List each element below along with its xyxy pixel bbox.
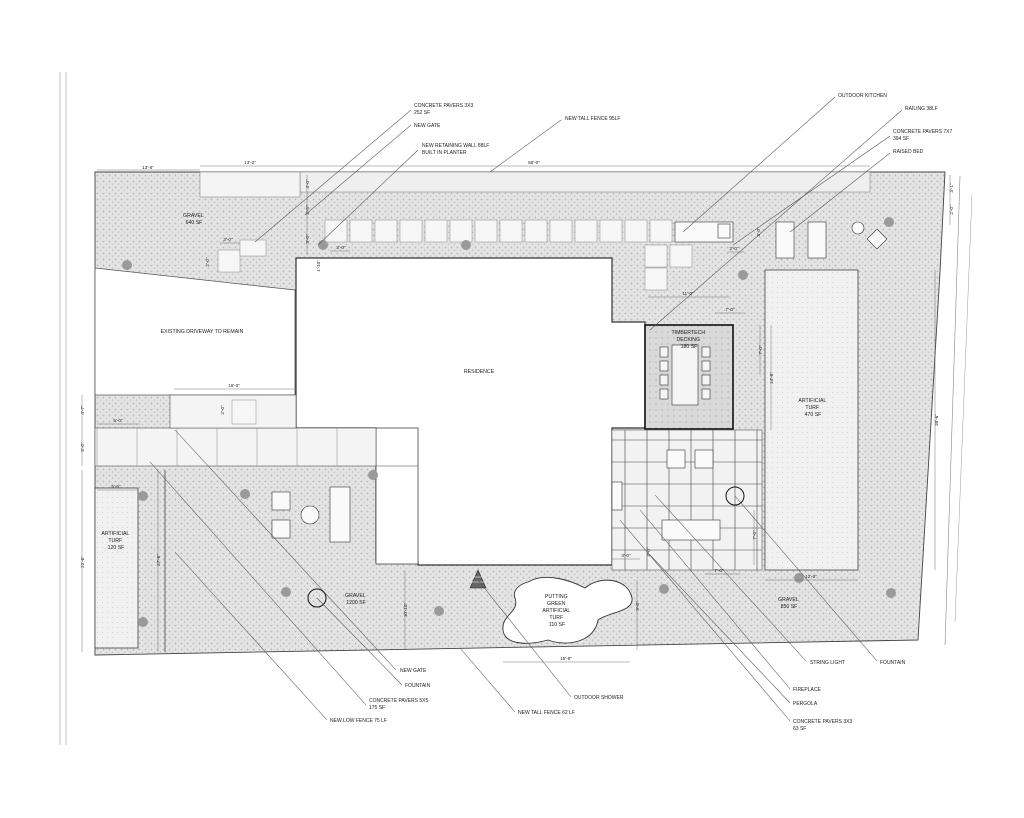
- area-gravel-850: GRAVEL 850 SF: [778, 597, 800, 610]
- dim-7-0-a: 7'-0": [725, 307, 735, 312]
- fountain-east-icon: [725, 486, 745, 506]
- dim-7-0-d: 7'-0": [752, 530, 757, 540]
- property-line-right-2: [954, 194, 973, 623]
- dim-11-0: 11'-0": [682, 291, 694, 296]
- dim-12-6: 12'-6": [805, 574, 817, 579]
- callout-new-gate-top: NEW GATE: [414, 123, 441, 129]
- callout-leaders: [149, 96, 903, 722]
- callout-pergola: PERGOLA: [793, 701, 818, 707]
- fountain-west-icon: [307, 588, 327, 608]
- callout-new-gate-bottom: NEW GATE: [400, 668, 427, 674]
- dim-13-2: 13'-2": [244, 160, 256, 165]
- area-residence: RESIDENCE: [464, 369, 495, 375]
- area-putting-green: PUTTING GREEN ARTIFICIAL TURF 110 SF: [542, 594, 571, 628]
- callout-fountain-bottom: FOUNTAIN: [405, 683, 431, 689]
- artificial-turf-470: [764, 269, 859, 571]
- lounge-furniture: [271, 486, 351, 543]
- dim-3-0-v: 3'-0": [305, 234, 310, 244]
- dim-2-0-left: 2'-0": [205, 257, 210, 267]
- dim-4-7: 4'-7": [80, 405, 85, 415]
- area-gravel-1200: GRAVEL 1200 SF: [345, 593, 367, 606]
- outdoor-shower-icon: [469, 569, 487, 589]
- dim-10-10: 10'-10": [403, 603, 408, 618]
- callout-new-low-fence: NEW LOW FENCE 75 LF: [330, 718, 387, 724]
- artificial-turf-120: [94, 487, 139, 649]
- callout-fountain-right: FOUNTAIN: [880, 660, 906, 666]
- dim-15-8: 15'-8": [560, 656, 572, 661]
- callout-concrete-pavers-5x5: CONCRETE PAVERS 5X5 175 SF: [369, 698, 430, 711]
- area-timbertech: TIMBERTECH DECKING 180 SF: [671, 330, 706, 350]
- callout-new-tall-fence-62: NEW TALL FENCE 62 LF: [518, 710, 575, 716]
- dimension-lines: [81, 165, 951, 663]
- dim-14-6: 14'-6": [769, 372, 774, 384]
- dim-3-1: 3'-1": [949, 183, 954, 193]
- callout-new-retaining-wall: NEW RETAINING WALL 88LF BUILT IN PLANTER: [422, 143, 491, 156]
- callout-concrete-pavers-7x7: CONCRETE PAVERS 7X7 394 SF: [893, 129, 954, 142]
- paver-stones-west: [96, 399, 338, 466]
- callout-railing: RAILING 38LF: [905, 106, 938, 112]
- dim-2-0-right: 2'-0": [949, 205, 954, 215]
- dim-1-10: 1'-10": [316, 260, 321, 272]
- raised-beds: [775, 221, 888, 259]
- dim-5-0-a: 5'-0": [113, 418, 123, 423]
- garage-block: [375, 427, 419, 565]
- property-line-right: [944, 175, 961, 646]
- dim-9-8: 9'-8": [635, 601, 640, 611]
- dim-7-0-c: 7'-0": [714, 568, 724, 573]
- dim-16-0: 16'-0": [228, 383, 240, 388]
- area-artificial-turf-120: ARTIFICIAL TURF 120 SF: [101, 531, 130, 551]
- dim-3-0-d: 3'-0": [621, 553, 631, 558]
- dim-3-0-a: 3'-0": [223, 237, 233, 242]
- west-paver-strip: [94, 427, 377, 467]
- callout-string-light: STRING LIGHT: [810, 660, 845, 666]
- dim-13-8: 13'-8": [142, 165, 154, 170]
- dim-86-0: 86'-0": [528, 160, 540, 165]
- dim-3-0-c: 3'-0": [729, 246, 739, 251]
- dim-4-0-a: 4'-0": [305, 179, 310, 189]
- top-paver-path: [199, 171, 871, 198]
- callout-concrete-pavers-3x3: CONCRETE PAVERS 3X3 252 SF: [414, 103, 475, 116]
- area-existing-driveway: EXISTING DRIVEWAY TO REMAIN: [161, 329, 244, 335]
- dim-5-5: 5'-5": [111, 484, 121, 489]
- paver-stones-top: [217, 219, 693, 291]
- callout-fireplace: FIREPLACE: [793, 687, 821, 693]
- outdoor-kitchen: [674, 221, 734, 243]
- pergola-pavers: [611, 429, 763, 571]
- area-artificial-turf-470: ARTIFICIAL TURF 470 SF: [798, 398, 827, 418]
- dim-38-6: 38'-6": [934, 414, 939, 426]
- plant-markers: [122, 217, 896, 627]
- dim-27-6: 27'-6": [156, 554, 161, 566]
- dim-5-0-v: 5'-0": [80, 442, 85, 452]
- dim-2-5: 2'-5": [305, 205, 310, 215]
- callout-new-tall-fence-95: NEW TALL FENCE 95LF: [565, 116, 620, 122]
- callout-outdoor-shower: OUTDOOR SHOWER: [574, 695, 624, 701]
- callout-concrete-pavers-3x3-bottom: CONCRETE PAVERS 3X3 63 SF: [793, 719, 854, 732]
- callout-outdoor-kitchen: OUTDOOR KITCHEN: [838, 93, 887, 99]
- dim-4-0-b: 4'-0": [646, 547, 651, 557]
- dim-22-6: 22'-6": [80, 556, 85, 568]
- dim-2-0-mid: 2'-0": [220, 405, 225, 415]
- dim-3-0-b: 3'-0": [336, 245, 346, 250]
- pergola-furniture: [611, 449, 721, 541]
- callout-raised-bed: RAISED BED: [893, 149, 924, 155]
- dim-3-0-kitchen: 3'-0": [756, 227, 761, 237]
- dim-7-0-b: 7'-0": [758, 345, 763, 355]
- area-gravel-640: GRAVEL 640 SF: [183, 213, 205, 226]
- dining-table: [659, 344, 711, 406]
- putting-green: [502, 576, 633, 644]
